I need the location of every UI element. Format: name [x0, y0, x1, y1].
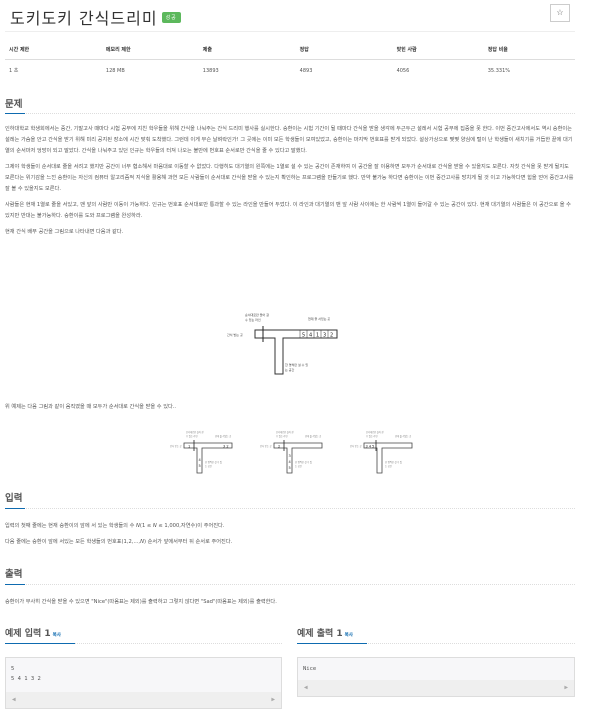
copy-output-link[interactable]: 복사 — [344, 633, 353, 638]
problem-description: 인하대학교 학생회에서는 중간, 기말고사 때마다 시험 공부에 지친 학우들을… — [5, 124, 575, 243]
section-heading-input: 입력 — [5, 493, 23, 504]
svg-text:한 명씩만 설 수 있: 한 명씩만 설 수 있 — [285, 362, 308, 367]
input-description: 입력의 첫째 줄에는 현재 승환이의 앞에 서 있는 학생들의 수 N(1 ≤ … — [5, 521, 575, 553]
section-heading-output: 출력 — [5, 569, 23, 580]
svg-text:는 공간: 는 공간 — [295, 464, 302, 468]
status-badge: 성공 — [161, 12, 181, 23]
svg-text:순서대로만 들어 갈: 순서대로만 들어 갈 — [276, 430, 294, 434]
col-header: 시간 제한 — [5, 43, 102, 60]
svg-text:2: 2 — [330, 333, 333, 339]
col-header: 맞힌 사람 — [392, 43, 484, 60]
svg-text:현재 줄 서있는 곳: 현재 줄 서있는 곳 — [308, 316, 330, 321]
paragraph: 그제야 학생들이 순서대로 줄을 서려고 했지만 공간이 너무 협소해서 마음대… — [5, 164, 574, 192]
svg-text:3: 3 — [323, 333, 326, 339]
time-limit: 1 초 — [9, 68, 19, 74]
svg-text:수 있는 라인: 수 있는 라인 — [245, 317, 261, 322]
accept-ratio: 35.331% — [487, 67, 510, 74]
horizontal-scrollbar[interactable]: ◀▶ — [298, 680, 574, 696]
scroll-right-icon[interactable]: ▶ — [564, 684, 568, 691]
svg-text:현재 줄 서있는 곳: 현재 줄 서있는 곳 — [395, 434, 411, 438]
table-row: 1 초 128 MB 13893 4893 4056 35.331% — [5, 60, 575, 79]
section-heading-problem: 문제 — [5, 99, 23, 110]
section-divider — [5, 584, 575, 585]
scroll-left-icon[interactable]: ◀ — [304, 684, 308, 691]
input-line-2: 다음 줄에는 승환이 앞에 서있는 모든 학생들의 번호표(1,2,...,N)… — [5, 539, 233, 545]
section-divider — [5, 643, 282, 644]
paragraph: 사람들은 현재 1열로 줄을 서있고, 맨 앞의 사람만 이동이 가능하다. 인… — [5, 202, 571, 219]
svg-text:순서대로만 들어 갈: 순서대로만 들어 갈 — [366, 430, 384, 434]
section-divider — [5, 113, 575, 114]
paragraph: 현재 간식 배부 공간을 그림으로 나타내면 다음과 같다. — [5, 229, 124, 235]
svg-text:간식 받는 곳: 간식 받는 곳 — [170, 444, 181, 448]
svg-text:5: 5 — [199, 464, 201, 468]
col-header: 메모리 제한 — [101, 43, 199, 60]
figure-label-line: 순서대로만 들어 갈 — [245, 312, 269, 317]
svg-text:간식 받는 곳: 간식 받는 곳 — [227, 332, 243, 337]
step-3: 3 4 5 순서대로만 들어 갈수 있는 라인 현재 줄 서있는 곳간식 받는 곳… — [350, 430, 413, 474]
svg-text:4: 4 — [289, 460, 292, 464]
svg-text:한 명씩만 설 수 있: 한 명씩만 설 수 있 — [385, 460, 402, 464]
svg-text:2: 2 — [278, 445, 280, 449]
svg-text:한 명씩만 설 수 있: 한 명씩만 설 수 있 — [205, 460, 222, 464]
col-header: 정답 비율 — [483, 43, 575, 60]
submissions: 13893 — [202, 67, 219, 74]
svg-text:간식 받는 곳: 간식 받는 곳 — [350, 444, 361, 448]
figure-caption: 위 예제는 다음 그림과 같이 움직였을 때 모두가 순서대로 간식을 받을 수… — [5, 404, 177, 410]
svg-text:간식 받는 곳: 간식 받는 곳 — [260, 444, 271, 448]
svg-text:는 공간: 는 공간 — [205, 464, 212, 468]
svg-text:수 있는 라인: 수 있는 라인 — [186, 434, 197, 438]
svg-text:3 2: 3 2 — [223, 445, 229, 449]
svg-text:한 명씩만 설 수 있: 한 명씩만 설 수 있 — [295, 460, 312, 464]
svg-text:는 공간: 는 공간 — [385, 464, 392, 468]
divider — [5, 31, 575, 32]
section-divider — [5, 508, 575, 509]
col-header: 정답 — [295, 43, 393, 60]
queue-diagram: 순서대로만 들어 갈 수 있는 라인 현재 줄 서있는 곳 간식 받는 곳 한 … — [227, 312, 338, 375]
paragraph: 인하대학교 학생회에서는 중간, 기말고사 때마다 시험 공부에 지친 학우들을… — [5, 126, 573, 154]
svg-text:현재 줄 서있는 곳: 현재 줄 서있는 곳 — [305, 434, 321, 438]
favorite-button[interactable]: ☆ — [550, 4, 570, 22]
svg-text:수 있는 라인: 수 있는 라인 — [276, 434, 287, 438]
step-1: 1 3 2 4 5 순서대로만 들어 갈수 있는 라인 현재 줄 서있는 곳간식 … — [170, 430, 233, 474]
svg-text:1: 1 — [188, 445, 190, 449]
problem-info-table: 시간 제한 메모리 제한 제출 정답 맞힌 사람 정답 비율 1 초 128 M… — [5, 43, 575, 78]
svg-text:1: 1 — [316, 333, 319, 339]
star-icon: ☆ — [556, 8, 564, 17]
svg-text:3: 3 — [289, 454, 291, 458]
svg-text:5: 5 — [289, 466, 291, 470]
copy-input-link[interactable]: 복사 — [52, 633, 61, 638]
svg-text:4: 4 — [199, 458, 202, 462]
scroll-right-icon[interactable]: ▶ — [271, 696, 275, 703]
memory-limit: 128 MB — [105, 67, 125, 74]
svg-text:는 공간: 는 공간 — [285, 367, 294, 372]
sample-input-text: 5 5 4 1 3 2 — [11, 666, 41, 682]
svg-text:5: 5 — [302, 333, 305, 339]
scroll-left-icon[interactable]: ◀ — [12, 696, 16, 703]
sample-output-text: Nice — [303, 666, 317, 672]
col-header: 제출 — [198, 43, 296, 60]
input-line-1: 입력의 첫째 줄에는 현재 승환이의 앞에 서 있는 학생들의 수 N(1 ≤ … — [5, 523, 225, 529]
solved-users: 4056 — [396, 67, 410, 74]
svg-text:4: 4 — [309, 333, 312, 339]
section-divider — [297, 643, 575, 644]
svg-text:3 4 5: 3 4 5 — [366, 445, 375, 449]
output-description: 승환이가 무사히 간식을 받을 수 있으면 "Nice"(따옴표는 제외)를 출… — [5, 599, 277, 605]
sample-input-box[interactable]: 5 5 4 1 3 2 ◀▶ — [5, 657, 282, 709]
problem-title: 도키도키 간식드리미 — [10, 9, 158, 28]
horizontal-scrollbar[interactable]: ◀▶ — [6, 692, 281, 708]
svg-text:순서대로만 들어 갈: 순서대로만 들어 갈 — [186, 430, 204, 434]
svg-text:현재 줄 서있는 곳: 현재 줄 서있는 곳 — [215, 434, 231, 438]
accepted: 4893 — [299, 67, 313, 74]
sample-output-box[interactable]: Nice ◀▶ — [297, 657, 575, 697]
step-2: 2 3 4 5 순서대로만 들어 갈수 있는 라인 현재 줄 서있는 곳간식 받는… — [260, 430, 323, 474]
svg-text:수 있는 라인: 수 있는 라인 — [366, 434, 377, 438]
